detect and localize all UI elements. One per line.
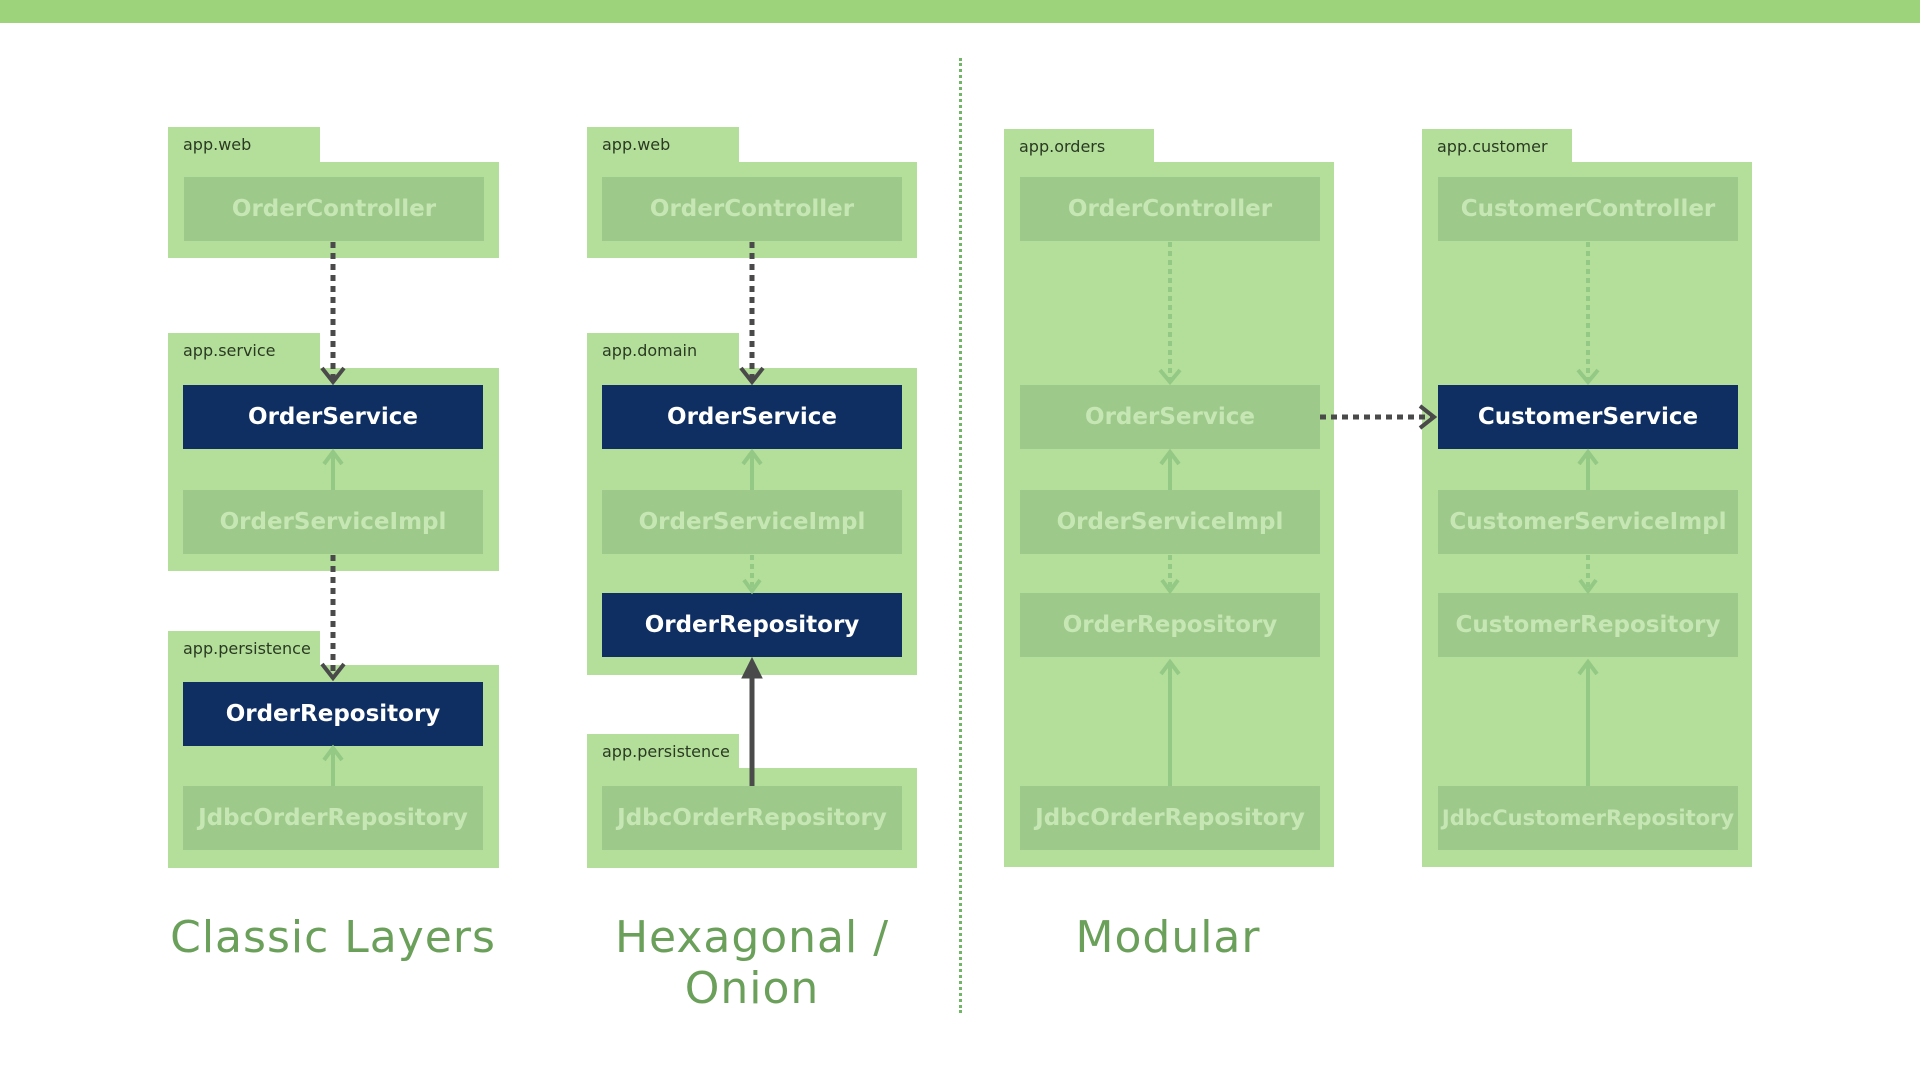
caption-classic-layers: Classic Layers: [170, 912, 496, 963]
arrow-hex-jdbc-to-repository: [741, 656, 763, 786]
arrow-customer-impl-to-repository: [1578, 555, 1598, 595]
arrow-orders-impl-to-service: [1159, 448, 1181, 490]
arrow-hex-impl-to-service: [741, 448, 763, 490]
class-order-service-impl: OrderServiceImpl: [1020, 490, 1320, 554]
arrow-hex-controller-to-service: [739, 242, 765, 386]
class-jdbc-order-repository: JdbcOrderRepository: [1020, 786, 1320, 850]
package-label-hex-persistence: app.persistence: [587, 734, 739, 770]
arrow-orders-controller-to-service: [1158, 242, 1182, 386]
arrow-classic-impl-to-service: [322, 448, 344, 490]
class-order-service: OrderService: [1020, 385, 1320, 449]
top-bar: [0, 0, 1920, 23]
caption-modular: Modular: [1075, 912, 1261, 963]
arrow-orders-impl-to-repository: [1160, 555, 1180, 595]
arrow-classic-controller-to-service: [320, 242, 346, 386]
class-customer-controller: CustomerController: [1438, 177, 1738, 241]
package-label-hex-web: app.web: [587, 127, 739, 163]
class-order-controller: OrderController: [184, 177, 484, 241]
arrow-classic-jdbc-to-repository: [322, 744, 344, 786]
arrow-classic-impl-to-repository: [320, 555, 346, 682]
arrow-customer-controller-to-service: [1576, 242, 1600, 386]
package-label-customer: app.customer: [1422, 129, 1572, 164]
arrow-order-service-to-customer-service: [1320, 404, 1438, 430]
class-order-repository: OrderRepository: [602, 593, 902, 657]
class-customer-service: CustomerService: [1438, 385, 1738, 449]
class-order-service: OrderService: [602, 385, 902, 449]
caption-hexagonal-onion: Hexagonal / Onion: [614, 912, 890, 1014]
package-label-classic-persistence: app.persistence: [168, 631, 320, 667]
class-order-controller: OrderController: [1020, 177, 1320, 241]
package-label-classic-service: app.service: [168, 333, 320, 369]
class-jdbc-customer-repository: JdbcCustomerRepository: [1438, 786, 1738, 850]
class-order-service-impl: OrderServiceImpl: [602, 490, 902, 554]
class-customer-repository: CustomerRepository: [1438, 593, 1738, 657]
package-label-classic-web: app.web: [168, 127, 320, 163]
class-jdbc-order-repository: JdbcOrderRepository: [183, 786, 483, 850]
class-customer-service-impl: CustomerServiceImpl: [1438, 490, 1738, 554]
arrow-customer-impl-to-service: [1577, 448, 1599, 490]
class-order-repository: OrderRepository: [183, 682, 483, 746]
class-jdbc-order-repository: JdbcOrderRepository: [602, 786, 902, 850]
package-label-orders: app.orders: [1004, 129, 1154, 164]
class-order-repository: OrderRepository: [1020, 593, 1320, 657]
class-order-service: OrderService: [183, 385, 483, 449]
arrow-hex-impl-to-repository: [742, 555, 762, 595]
package-label-hex-domain: app.domain: [587, 333, 739, 369]
section-divider: [959, 58, 962, 1013]
arrow-customer-jdbc-to-repository: [1577, 658, 1599, 786]
class-order-service-impl: OrderServiceImpl: [183, 490, 483, 554]
class-order-controller: OrderController: [602, 177, 902, 241]
arrow-orders-jdbc-to-repository: [1159, 658, 1181, 786]
